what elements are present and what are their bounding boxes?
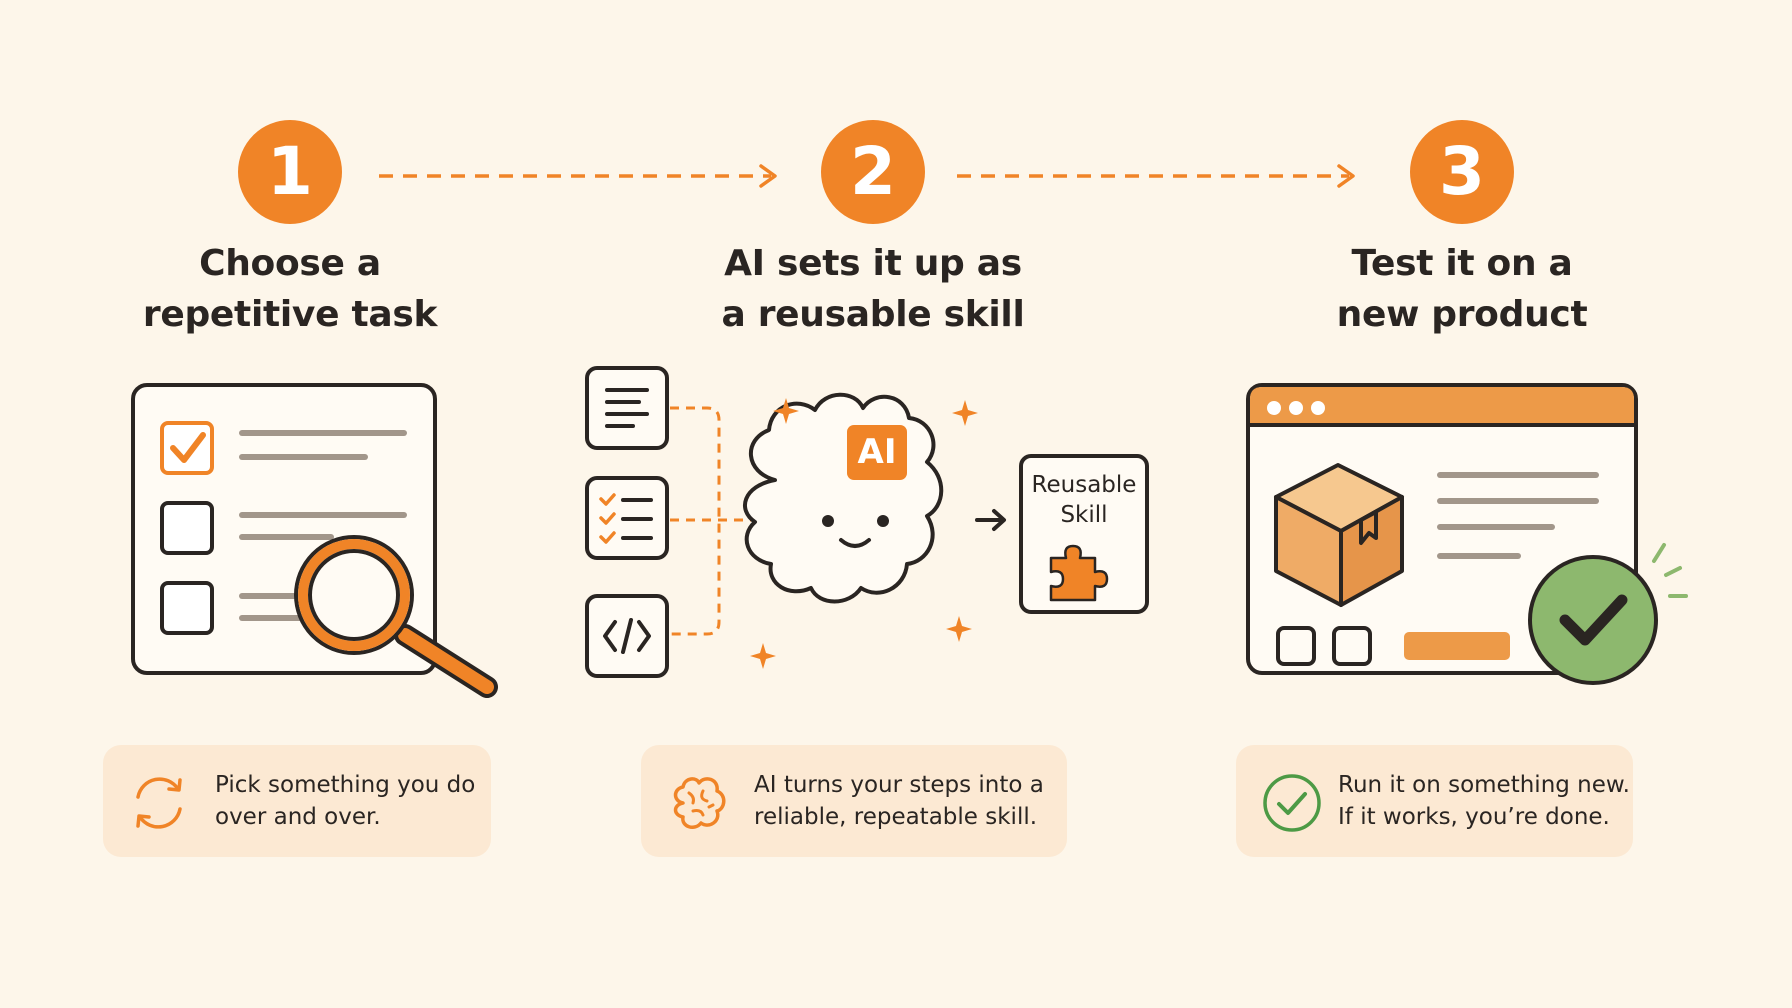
brain-icon	[673, 777, 726, 829]
product-box-icon	[1274, 463, 1404, 607]
empty-checkbox-icon	[160, 581, 214, 635]
step-3-title-line-2: new product	[1336, 294, 1588, 335]
option-square	[1332, 626, 1372, 666]
puzzle-piece-icon	[1049, 544, 1109, 602]
sparkle-lines	[1652, 543, 1688, 598]
step-3-caption-card: Run it on something new. If it works, yo…	[1236, 745, 1633, 857]
sparkle-icon	[750, 398, 978, 669]
ai-brain-icon	[743, 392, 944, 604]
step-2-caption-line-2: reliable, repeatable skill.	[754, 804, 1038, 830]
step-2-number-badge: 2	[821, 120, 925, 224]
ai-badge-label: AI	[857, 432, 897, 472]
step-1-caption-line-2: over and over.	[215, 804, 381, 830]
ai-skill-illustration	[585, 366, 1149, 678]
step-2-caption: AI turns your steps into a reliable, rep…	[754, 769, 1044, 833]
checklist-illustration	[131, 383, 498, 698]
step-2-title-line-2: a reusable skill	[721, 294, 1025, 335]
step-3-title: Test it on a new product	[1232, 238, 1692, 340]
empty-checkbox-icon	[160, 501, 214, 555]
connector-arrow-2-to-3	[957, 164, 1355, 188]
step-1-title-line-1: Choose a	[199, 243, 381, 284]
reusable-skill-card	[1019, 454, 1149, 614]
step-2-title-line-1: AI sets it up as	[724, 243, 1022, 284]
checklist-icon	[585, 476, 669, 560]
step-1-title-line-2: repetitive task	[142, 294, 438, 335]
step-1-caption: Pick something you do over and over.	[215, 769, 475, 833]
step-2-caption-line-1: AI turns your steps into a	[754, 772, 1044, 798]
success-check-icon	[1528, 555, 1658, 685]
step-3-caption: Run it on something new. If it works, yo…	[1338, 769, 1630, 833]
connector-arrow-1-to-2	[379, 164, 777, 188]
step-3-caption-line-1: Run it on something new.	[1338, 772, 1630, 798]
option-square	[1276, 626, 1316, 666]
checked-checkbox-icon	[160, 421, 214, 475]
check-circle-icon	[1263, 774, 1321, 832]
step-3-number-badge: 3	[1410, 120, 1514, 224]
product-test-illustration	[1246, 383, 1688, 685]
reusable-skill-label: Reusable Skill	[1021, 470, 1147, 530]
step-2-title: AI sets it up as a reusable skill	[643, 238, 1103, 340]
step-1-number-badge: 1	[238, 120, 342, 224]
step-1-caption-card: Pick something you do over and over.	[103, 745, 491, 857]
reusable-skill-label-line-2: Skill	[1060, 502, 1108, 528]
refresh-cycle-icon	[136, 777, 182, 829]
step-1-caption-line-1: Pick something you do	[215, 772, 476, 798]
arrow-right-icon	[975, 509, 1006, 531]
magnifier-icon	[294, 535, 498, 698]
step-3-caption-line-2: If it works, you’re done.	[1338, 804, 1610, 830]
document-icon	[585, 366, 669, 450]
step-1-title: Choose a repetitive task	[60, 238, 520, 340]
action-bar	[1404, 632, 1510, 660]
step-2-caption-card: AI turns your steps into a reliable, rep…	[641, 745, 1067, 857]
reusable-skill-label-line-1: Reusable	[1031, 472, 1137, 498]
step-3-title-line-1: Test it on a	[1351, 243, 1573, 284]
code-icon	[585, 594, 669, 678]
